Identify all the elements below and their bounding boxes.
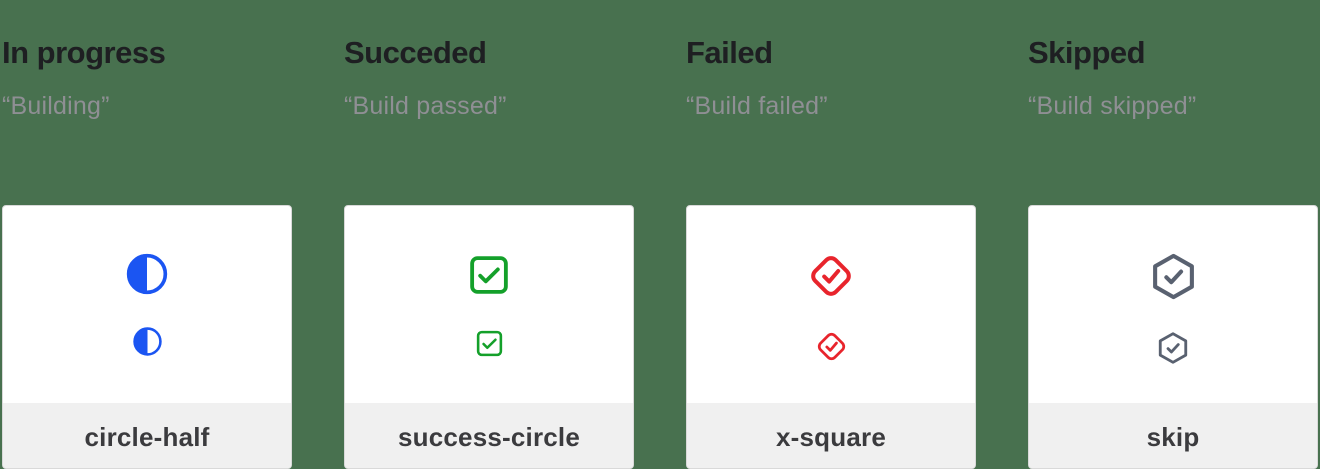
column-title: Skipped (1028, 35, 1146, 70)
column-quote: “Build failed” (686, 91, 828, 120)
icon-preview-area (687, 206, 975, 403)
icon-preview-area (1029, 206, 1317, 403)
circle-half-icon (126, 253, 168, 295)
status-column-in-progress: In progress “Building” circle-half (2, 0, 292, 469)
check-square-icon (476, 330, 502, 357)
status-column-succeded: Succeded “Build passed” success-circle (344, 0, 634, 469)
icon-name-label: skip (1146, 422, 1200, 453)
icon-preview-area (345, 206, 633, 403)
column-quote: “Build passed” (344, 91, 507, 120)
icon-card: skip (1028, 205, 1318, 469)
icon-name-footer: x-square (687, 402, 975, 468)
icon-card: x-square (686, 205, 976, 469)
column-header: Skipped “Build skipped” (1028, 35, 1318, 205)
check-hexagon-icon (1158, 332, 1188, 364)
check-diamond-icon (811, 256, 851, 296)
column-quote: “Building” (2, 91, 110, 120)
icon-name-label: x-square (776, 422, 886, 453)
column-title: Succeded (344, 35, 487, 70)
column-header: In progress “Building” (2, 35, 292, 205)
icon-preview-area (3, 206, 291, 403)
icon-name-label: success-circle (397, 422, 581, 453)
column-header: Succeded “Build passed” (344, 35, 634, 205)
column-quote: “Build skipped” (1028, 91, 1197, 120)
column-title: Failed (686, 35, 773, 70)
icon-card: circle-half (2, 205, 292, 469)
check-hexagon-icon (1152, 253, 1194, 300)
check-square-icon (470, 256, 508, 294)
icon-name-footer: success-circle (345, 402, 633, 468)
status-column-skipped: Skipped “Build skipped” skip (1028, 0, 1318, 469)
column-title: In progress (2, 35, 166, 70)
icon-card: success-circle (344, 205, 634, 469)
icon-name-label: circle-half (84, 422, 210, 453)
column-header: Failed “Build failed” (686, 35, 976, 205)
icon-name-footer: circle-half (3, 402, 291, 468)
circle-half-icon (132, 327, 162, 356)
icon-name-footer: skip (1029, 402, 1317, 468)
check-diamond-icon (817, 332, 845, 361)
status-column-failed: Failed “Build failed” x-square (686, 0, 976, 469)
